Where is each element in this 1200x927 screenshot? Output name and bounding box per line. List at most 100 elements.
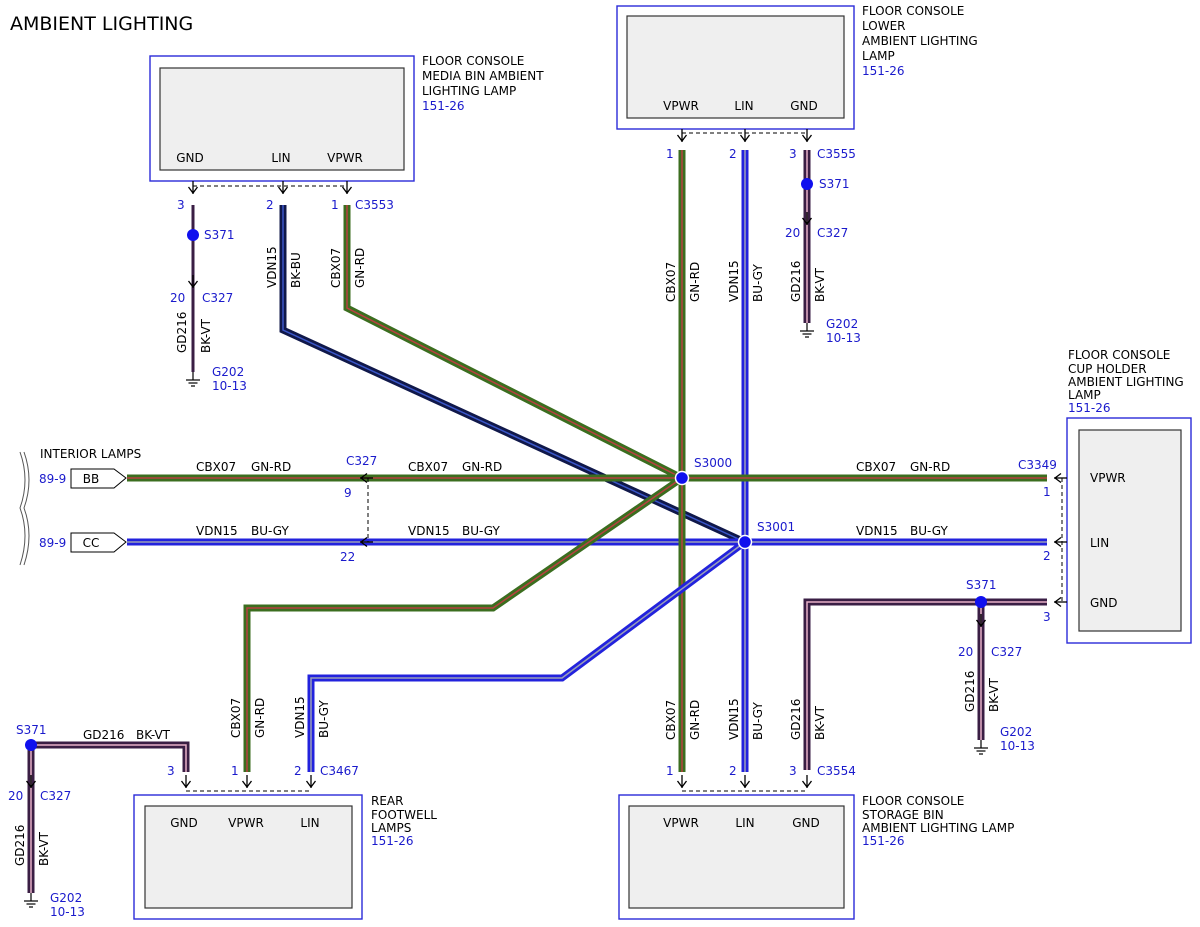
connector-c327: C327 (40, 789, 71, 803)
connector-c3555: C3555 (817, 147, 856, 161)
ground-icon (23, 892, 39, 908)
pin-number: 3 (789, 147, 797, 161)
wire-color-label: BU-GY (751, 702, 765, 740)
media-bin-ref: 151-26 (422, 99, 465, 113)
media-bin-name-3: LIGHTING LAMP (422, 84, 516, 98)
pin-number: 3 (177, 198, 185, 212)
splice-s371-dot (187, 229, 199, 241)
ground-g202: G202 (212, 365, 244, 379)
storage-ref: 151-26 (862, 834, 905, 848)
wire-circuit-label: GD216 (13, 825, 27, 866)
connector-c3554: C3554 (817, 764, 856, 778)
storage-pin-vpwr: VPWR (663, 816, 699, 830)
cup-holder-pin-gnd: GND (1090, 596, 1118, 610)
wire-circuit-label: VDN15 (856, 524, 898, 538)
storage-name-2: STORAGE BIN (862, 808, 944, 822)
pin-number: 20 (785, 226, 800, 240)
cup-holder-name-2: CUP HOLDER (1068, 362, 1147, 376)
storage-name-1: FLOOR CONSOLE (862, 794, 964, 808)
wire-circuit-label: CBX07 (229, 698, 243, 738)
wire-circuit-label: VDN15 (196, 524, 238, 538)
wire-circuit-label: VDN15 (727, 698, 741, 740)
splice-s3000-label: S3000 (694, 456, 732, 470)
component-storage-bin-lamp: FLOOR CONSOLE STORAGE BIN AMBIENT LIGHTI… (618, 794, 1014, 920)
connector-bb-tag (70, 468, 127, 489)
wire-labels-vertical: GD216 BK-VT VDN15 BK-BU CBX07 GN-RD CBX0… (13, 246, 1001, 866)
storage-name-3: AMBIENT LIGHTING LAMP (862, 821, 1014, 835)
pin-number: 1 (666, 764, 674, 778)
ground-g202: G202 (50, 891, 82, 905)
ground-ref: 10-13 (212, 379, 247, 393)
media-bin-pin-vpwr: VPWR (327, 151, 363, 165)
interior-lamps-label: INTERIOR LAMPS (40, 447, 141, 461)
lower-name-3: AMBIENT LIGHTING (862, 34, 978, 48)
ground-icon (973, 739, 989, 755)
storage-pin-gnd: GND (792, 816, 820, 830)
wire-circuit-label: GD216 (963, 671, 977, 712)
pin-number: 1 (231, 764, 239, 778)
cup-holder-name-1: FLOOR CONSOLE (1068, 348, 1170, 362)
splice-s3001-dot (737, 534, 753, 550)
connector-c3349: C3349 (1018, 458, 1057, 472)
wire-labels-horizontal: CBX07 GN-RD CBX07 GN-RD CBX07 GN-RD VDN1… (83, 460, 950, 742)
ground-ref: 10-13 (826, 331, 861, 345)
ground-g202: G202 (826, 317, 858, 331)
wire-circuit-label: VDN15 (265, 246, 279, 288)
wire-color-label: BK-VT (37, 831, 51, 866)
rear-name-1: REAR (371, 794, 403, 808)
splice-s371-dot (801, 178, 813, 190)
rear-pin-lin: LIN (300, 816, 319, 830)
rear-ref: 151-26 (371, 834, 414, 848)
splice-s3001-label: S3001 (757, 520, 795, 534)
interior-lamps-ref-cc: 89-9 (39, 536, 66, 550)
wire-color-label: BU-GY (251, 524, 289, 538)
pin-number: 20 (170, 291, 185, 305)
wire-circuit-label: CBX07 (856, 460, 896, 474)
pin-number: 3 (1043, 610, 1051, 624)
wire-cbx07-media-bin (343, 205, 684, 482)
wire-circuit-label: CBX07 (408, 460, 448, 474)
pin-number: 2 (266, 198, 274, 212)
pin-number: 1 (331, 198, 339, 212)
ground-ref: 10-13 (50, 905, 85, 919)
wire-color-label: GN-RD (251, 460, 291, 474)
pin-numbers: 3 2 1 1 2 3 1 2 3 3 1 2 1 2 3 9 22 20 20… (8, 147, 1051, 803)
rear-name-3: LAMPS (371, 821, 411, 835)
wire-color-label: BK-VT (987, 677, 1001, 712)
lower-pin-gnd: GND (790, 99, 818, 113)
ground-labels: G202 10-13 G202 10-13 G202 10-13 G202 10… (50, 317, 1035, 919)
pin-number: 2 (729, 764, 737, 778)
wire-color-label: GN-RD (688, 700, 702, 740)
pin-number: 1 (666, 147, 674, 161)
wire-gd216-rear (27, 741, 190, 893)
connector-c327: C327 (202, 291, 233, 305)
wire-color-label: BK-VT (813, 267, 827, 302)
cup-holder-name-4: LAMP (1068, 388, 1101, 402)
wire-color-label: BK-VT (813, 705, 827, 740)
rear-pin-gnd: GND (170, 816, 198, 830)
ground-icon (185, 371, 201, 387)
connector-bb-label: BB (83, 472, 99, 486)
wire-color-label: BU-GY (751, 264, 765, 302)
connector-cc-tag (70, 532, 127, 553)
media-bin-pin-gnd: GND (176, 151, 204, 165)
connector-c3553: C3553 (355, 198, 394, 212)
wire-color-label: GN-RD (353, 248, 367, 288)
lower-pin-lin: LIN (734, 99, 753, 113)
splice-s371-label: S371 (966, 578, 997, 592)
storage-pin-lin: LIN (735, 816, 754, 830)
component-rear-footwell-lamps: REAR FOOTWELL LAMPS 151-26 GND VPWR LIN (133, 794, 437, 920)
wire-circuit-label: GD216 (789, 261, 803, 302)
connector-cc-label: CC (83, 536, 100, 550)
interior-lamps-ref-bb: 89-9 (39, 472, 66, 486)
wire-circuit-label: CBX07 (664, 262, 678, 302)
pin-number: 2 (1043, 549, 1051, 563)
wire-color-label: GN-RD (910, 460, 950, 474)
wire-vdn15-rear (307, 539, 748, 772)
wire-color-label: BU-GY (462, 524, 500, 538)
connector-pins (25, 128, 1068, 792)
cup-holder-ref: 151-26 (1068, 401, 1111, 415)
connector-c327: C327 (817, 226, 848, 240)
rear-pin-vpwr: VPWR (228, 816, 264, 830)
